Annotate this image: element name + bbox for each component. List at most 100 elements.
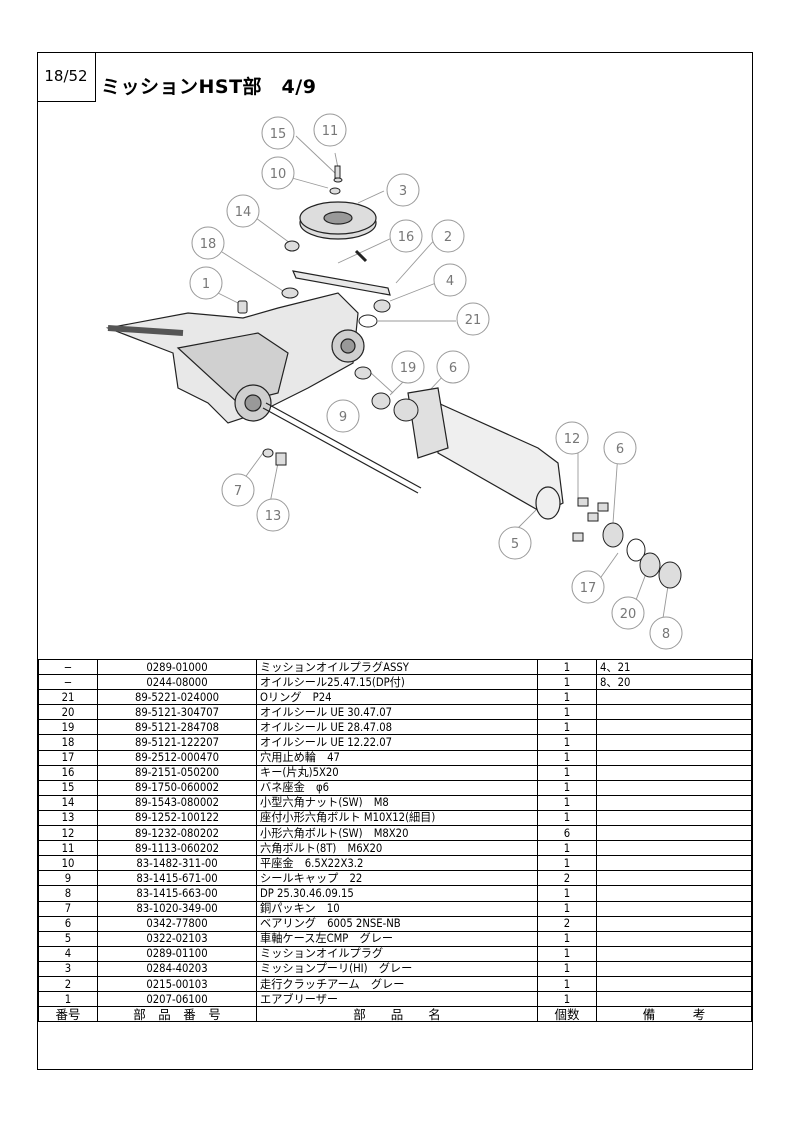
part-number-cell: 0244-08000 — [97, 674, 257, 691]
header-part-number: 部 品 番 号 — [97, 1006, 257, 1023]
svg-text:8: 8 — [662, 627, 670, 642]
header-part-name: 部 品 名 — [256, 1006, 538, 1023]
part-name-cell: オイルシール UE 12.22.07 — [256, 734, 538, 751]
clutch-arm — [292, 270, 391, 296]
quantity-cell: 1 — [537, 900, 597, 917]
remarks-cell — [596, 749, 752, 766]
svg-text:21: 21 — [465, 313, 482, 328]
svg-text:13: 13 — [265, 509, 282, 524]
part-name-cell: エアブリーザー — [256, 991, 538, 1008]
row-number-cell: 17 — [38, 749, 98, 766]
remarks-cell — [596, 900, 752, 917]
row-number-cell: 15 — [38, 779, 98, 796]
part-name-cell: 平座金 6.5X22X3.2 — [256, 855, 538, 872]
header-remarks: 備 考 — [596, 1006, 752, 1023]
part-number-cell: 89-5221-024000 — [97, 689, 257, 706]
remarks-cell — [596, 960, 752, 977]
callout-21: 21 — [456, 302, 490, 336]
row-number-cell: 19 — [38, 719, 98, 736]
svg-text:4: 4 — [446, 274, 454, 289]
part-name-cell: ミッションオイルプラグ — [256, 945, 538, 962]
callout-16: 16 — [389, 219, 423, 253]
quantity-cell: 1 — [537, 674, 597, 691]
svg-text:5: 5 — [511, 537, 519, 552]
axle-case — [407, 387, 564, 520]
svg-text:20: 20 — [620, 607, 637, 622]
quantity-cell: 1 — [537, 764, 597, 781]
quantity-cell: 1 — [537, 719, 597, 736]
exploded-view-drawing: 15 11 10 3 14 16 2 18 4 1 21 19 6 9 12 6… — [105, 113, 683, 650]
pulley — [299, 201, 377, 240]
quantity-cell: 1 — [537, 734, 597, 751]
quantity-cell: 1 — [537, 855, 597, 872]
callout-6-upper: 6 — [436, 350, 470, 384]
part-number-cell: 89-1543-080002 — [97, 794, 257, 811]
row-number-cell: 10 — [38, 855, 98, 872]
svg-text:7: 7 — [234, 484, 242, 499]
svg-text:3: 3 — [399, 184, 407, 199]
part-name-cell: キー(片丸)5X20 — [256, 764, 538, 781]
part-number-cell: 0322-02103 — [97, 930, 257, 947]
svg-text:11: 11 — [322, 124, 339, 139]
part-number-cell: 83-1415-671-00 — [97, 870, 257, 887]
page-number: 18/52 — [37, 52, 96, 102]
callout-1: 1 — [189, 266, 223, 300]
remarks-cell — [596, 809, 752, 827]
svg-text:17: 17 — [580, 581, 597, 596]
quantity-cell: 1 — [537, 794, 597, 811]
callout-3: 3 — [386, 173, 420, 207]
row-number-cell: 21 — [38, 689, 98, 706]
row-number-cell: 11 — [38, 840, 98, 857]
callout-5: 5 — [498, 526, 532, 560]
row-number-cell: 7 — [38, 900, 98, 917]
part-name-cell: バネ座金 φ6 — [256, 779, 538, 796]
row-number-cell: 12 — [38, 825, 98, 842]
row-number-cell: − — [38, 674, 98, 691]
remarks-cell — [596, 719, 752, 736]
svg-text:18: 18 — [200, 237, 217, 252]
row-number-cell: 14 — [38, 794, 98, 811]
part-number-cell: 83-1020-349-00 — [97, 900, 257, 917]
part-name-cell: オイルシール25.47.15(DP付) — [256, 674, 538, 691]
remarks-cell — [596, 975, 752, 993]
row-number-cell: 6 — [38, 915, 98, 932]
small-parts — [237, 165, 682, 589]
part-name-cell: オイルシール UE 28.47.08 — [256, 719, 538, 736]
part-number-cell: 0289-01000 — [97, 658, 257, 676]
svg-text:15: 15 — [270, 127, 287, 142]
table-header-row: 番号 部 品 番 号 部 品 名 個数 備 考 — [38, 1006, 752, 1023]
callout-8: 8 — [649, 616, 683, 650]
part-name-cell: 小形六角ボルト(SW) M8X20 — [256, 825, 538, 842]
remarks-cell — [596, 855, 752, 872]
row-number-cell: 16 — [38, 764, 98, 781]
part-name-cell: DP 25.30.46.09.15 — [256, 885, 538, 902]
callout-17: 17 — [571, 570, 605, 604]
part-name-cell: 車軸ケース左CMP グレー — [256, 930, 538, 947]
part-number-cell: 0289-01100 — [97, 945, 257, 962]
callout-10: 10 — [261, 156, 295, 190]
part-number-cell: 89-1232-080202 — [97, 825, 257, 842]
row-number-cell: 4 — [38, 945, 98, 962]
row-number-cell: 9 — [38, 870, 98, 887]
quantity-cell: 1 — [537, 704, 597, 721]
svg-text:14: 14 — [235, 205, 252, 220]
quantity-cell: 1 — [537, 809, 597, 827]
quantity-cell: 1 — [537, 991, 597, 1008]
part-name-cell: 穴用止め輪 47 — [256, 749, 538, 766]
